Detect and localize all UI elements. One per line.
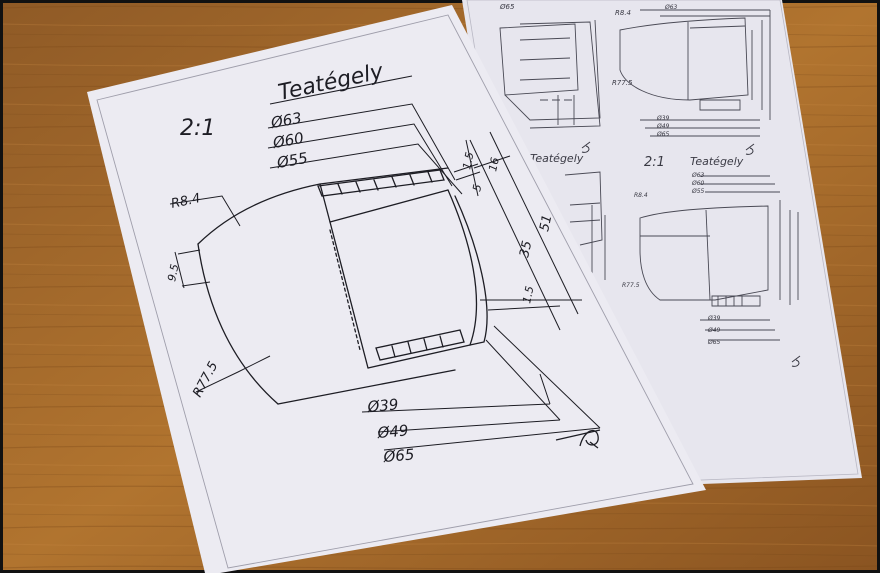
- svg-text:Ø39: Ø39: [707, 315, 721, 322]
- svg-text:Ø39: Ø39: [656, 115, 670, 122]
- front-scale: 2:1: [180, 116, 215, 141]
- back-scale: 2:1: [644, 155, 665, 170]
- svg-text:R8.4: R8.4: [634, 192, 648, 199]
- dim-15-top: 1.5: [460, 151, 476, 171]
- back-title: Teatégely: [690, 155, 744, 168]
- teapot-lid-drawing: [197, 167, 488, 405]
- dim-16: 16: [486, 156, 502, 172]
- dim-51: 51: [537, 214, 555, 233]
- svg-text:R77.5: R77.5: [612, 79, 633, 87]
- dim-95: 9.5: [165, 263, 181, 283]
- svg-text:Ø60: Ø60: [691, 180, 705, 187]
- back-drawing-left-fragment: [564, 171, 606, 280]
- dim-d39: Ø39: [366, 395, 399, 416]
- back-drawing-upper-left: [499, 19, 601, 129]
- back-drawing-upper-right: [619, 9, 771, 137]
- svg-text:Ø65: Ø65: [656, 131, 670, 138]
- svg-text:Ø63: Ø63: [691, 172, 705, 179]
- svg-text:R8.4: R8.4: [615, 9, 631, 17]
- dim-5: 5: [470, 183, 484, 193]
- back-drawing-lower: [639, 175, 799, 341]
- dim-r84: R8.4: [170, 191, 202, 212]
- svg-text:R77.5: R77.5: [622, 282, 640, 289]
- svg-text:Ø65: Ø65: [499, 3, 515, 11]
- dim-35: 35: [517, 240, 535, 259]
- dim-d60: Ø60: [271, 129, 306, 152]
- svg-text:Ø65: Ø65: [707, 339, 721, 346]
- back-fragment-title: Teatégely: [530, 152, 584, 165]
- svg-text:Ø55: Ø55: [691, 188, 705, 195]
- dim-15-bottom: 1.5: [520, 285, 536, 305]
- front-sheet: 2:1 Teatégely Ø63 Ø60 Ø55 R8.4 R77.5 1.5…: [87, 5, 706, 573]
- signature: [555, 429, 601, 449]
- dim-d65: Ø65: [382, 445, 415, 466]
- svg-text:Ø49: Ø49: [656, 123, 670, 130]
- svg-text:Ø63: Ø63: [664, 4, 678, 11]
- dim-d49: Ø49: [376, 421, 409, 442]
- dim-d55: Ø55: [275, 149, 310, 172]
- dim-d63: Ø63: [269, 109, 304, 132]
- dimension-lines: [169, 103, 601, 451]
- svg-text:Ø49: Ø49: [707, 327, 721, 334]
